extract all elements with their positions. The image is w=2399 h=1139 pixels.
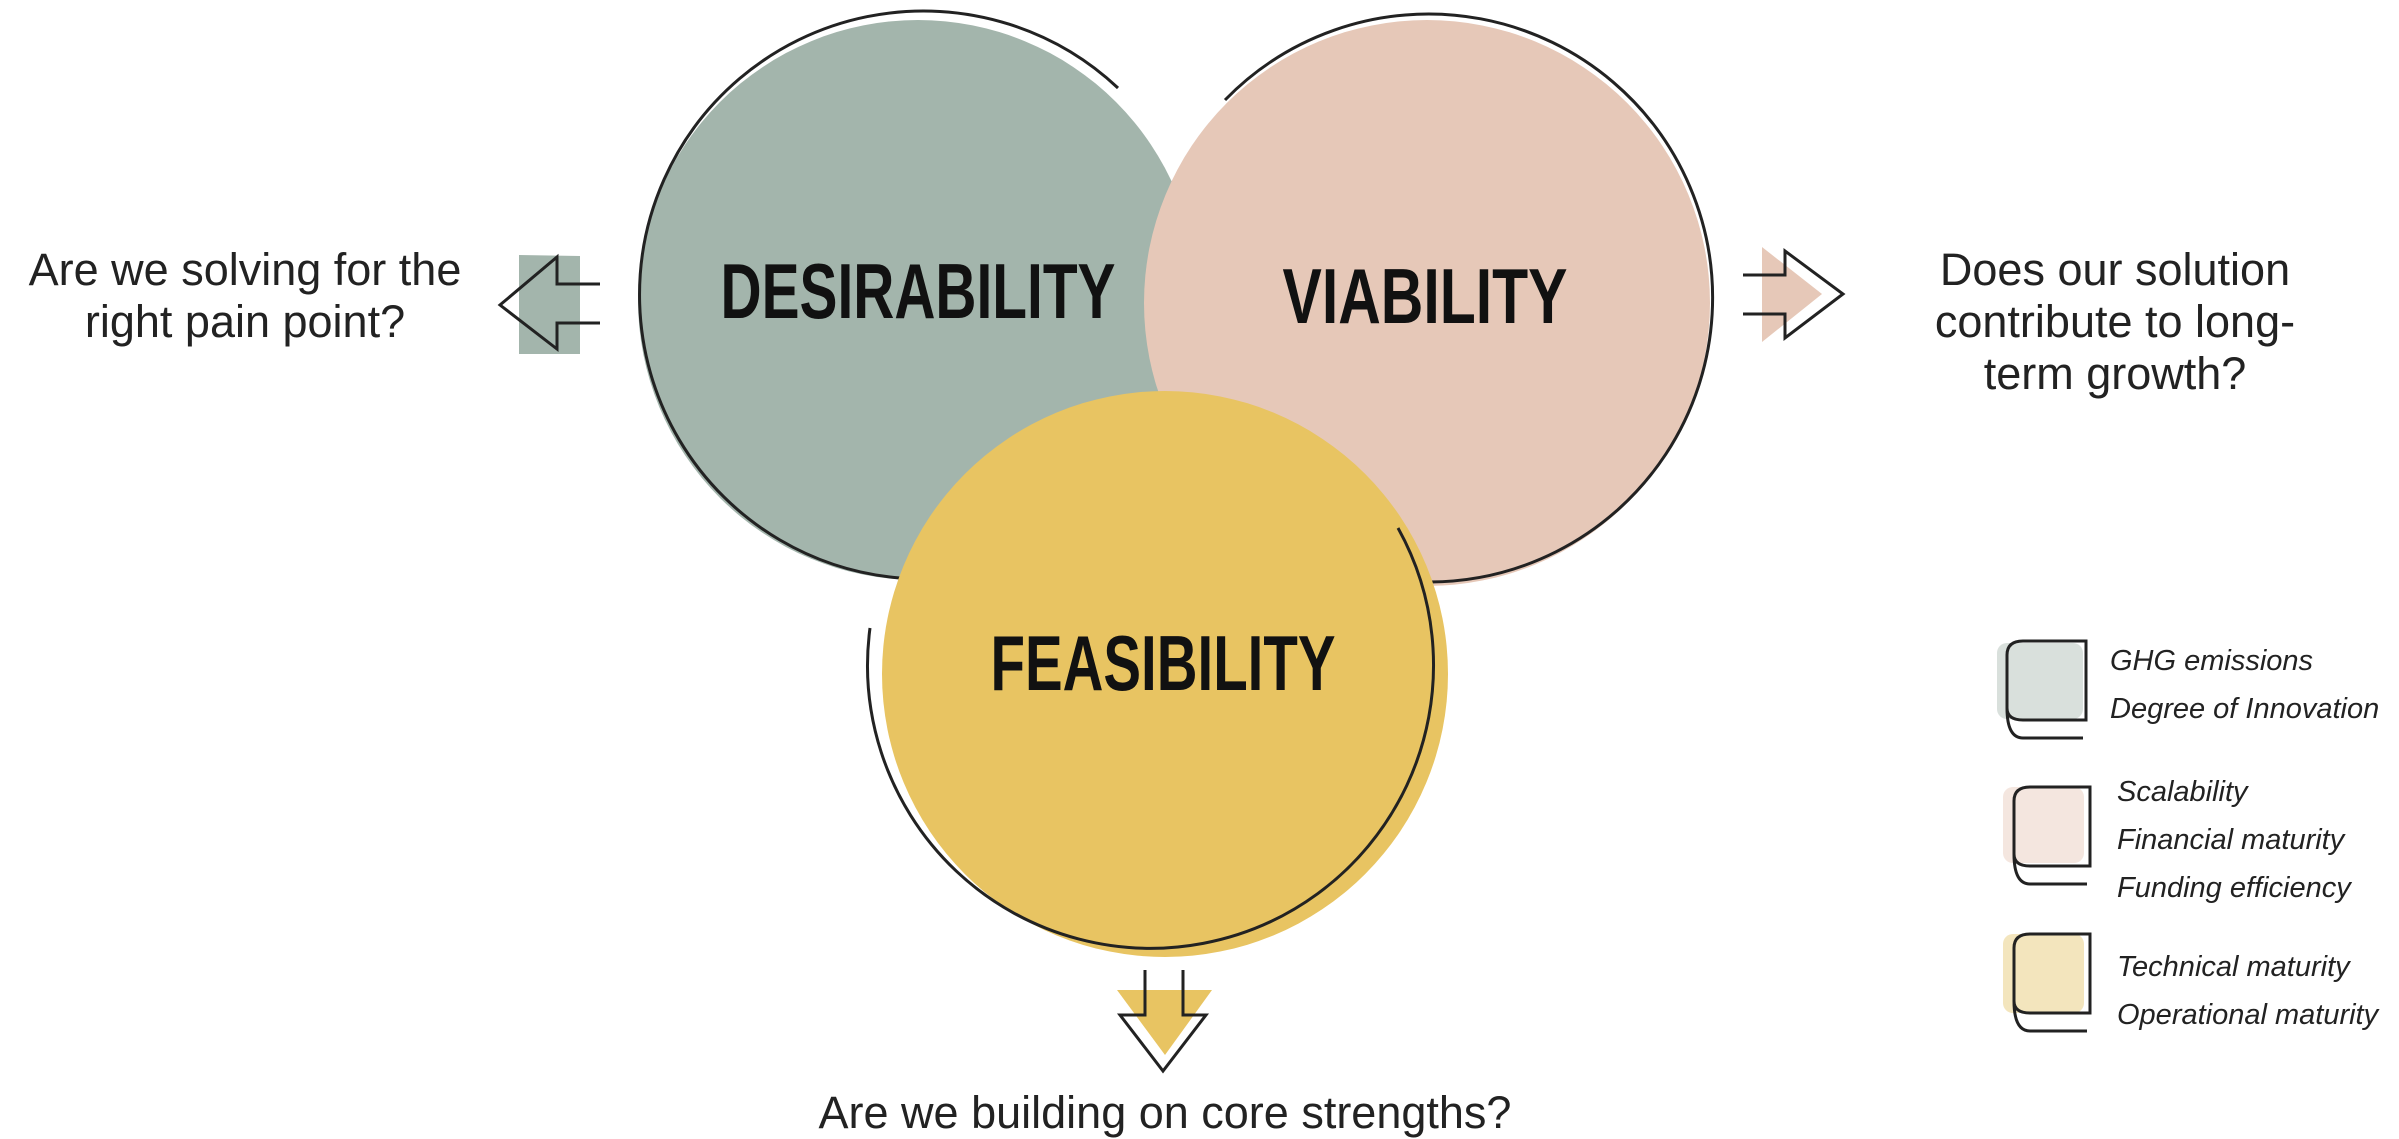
legend-item-technical-maturity: Technical maturity: [2117, 951, 2350, 983]
right-arrow-icon: [1743, 247, 1846, 342]
legend-item-funding-efficiency: Funding efficiency: [2117, 872, 2351, 904]
viability-question: Does our solution contribute to long- te…: [1934, 244, 2296, 399]
feasibility-question: Are we building on core strengths?: [818, 1087, 1512, 1138]
legend-item-financial-maturity: Financial maturity: [2117, 824, 2345, 856]
legend-item-scalability: Scalability: [2117, 776, 2248, 808]
legend-desirability-book-outline: [2005, 639, 2088, 740]
desirability-circle-outline: [638, 9, 1120, 580]
feasibility-circle: [866, 391, 1448, 957]
legend-item-ghg-emissions: GHG emissions: [2110, 645, 2314, 677]
left-arrow-fill: [519, 255, 580, 354]
viability-label: VIABILITY: [1283, 252, 1568, 340]
down-arrow-fill: [1117, 990, 1212, 1055]
desirability-question: Are we solving for the right pain point?: [28, 244, 462, 347]
left-arrow-outline: [497, 253, 600, 353]
feasibility-circle-outline: [866, 527, 1435, 950]
legend-viability-book-icon: [2003, 785, 2092, 886]
left-arrow-icon: [497, 253, 600, 354]
legend-desirability-swatch: [1997, 643, 2083, 719]
down-arrow-icon: [1116, 970, 1212, 1074]
legend-viability-swatch: [2003, 787, 2084, 863]
viability-circle-outline: [1223, 12, 1715, 584]
desirability-label: DESIRABILITY: [721, 247, 1116, 335]
right-arrow-fill: [1762, 247, 1822, 342]
legend-item-degree-of-innovation: Degree of Innovation: [2110, 693, 2380, 725]
legend-desirability-book-icon: [1997, 639, 2088, 740]
down-arrow-outline: [1116, 970, 1210, 1074]
right-arrow-outline: [1743, 248, 1846, 342]
legend-viability-book-outline: [2012, 785, 2092, 886]
feasibility-circle-fill: [882, 391, 1448, 957]
legend-feasibility-swatch: [2003, 934, 2084, 1013]
legend-feasibility-book-outline: [2012, 932, 2092, 1033]
feasibility-label: FEASIBILITY: [991, 619, 1336, 707]
legend-item-operational-maturity: Operational maturity: [2117, 999, 2379, 1031]
legend-feasibility-book-icon: [2003, 932, 2092, 1033]
